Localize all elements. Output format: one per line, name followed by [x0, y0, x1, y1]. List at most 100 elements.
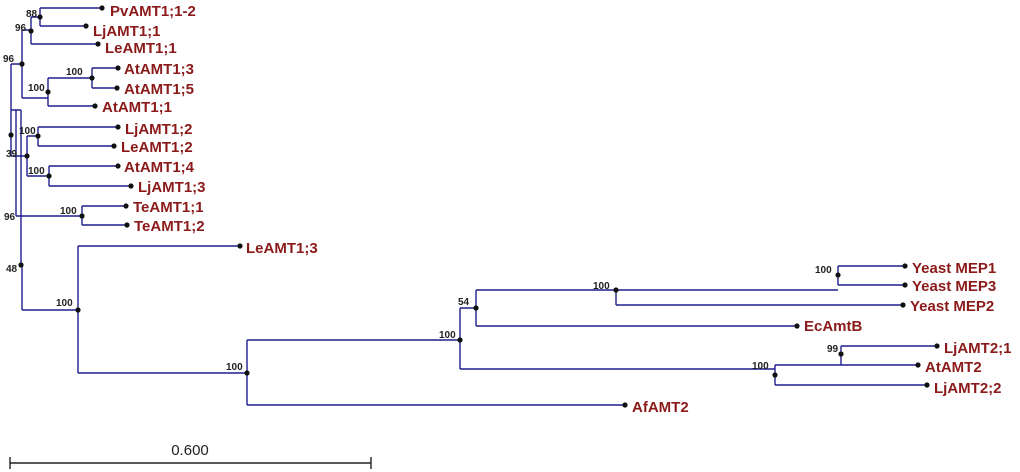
tree-node [92, 103, 98, 109]
leaf-label: EcAmtB [804, 318, 863, 335]
support-values: 88 96 100 100 96 100 100 39 100 96 48 10… [3, 9, 839, 373]
tree-branch [91, 67, 118, 89]
support-value: 100 [66, 67, 83, 78]
support-value: 100 [226, 362, 243, 373]
leaf-label: LeAMT1;3 [246, 240, 318, 257]
tree-branch [246, 339, 625, 406]
tree-node [83, 23, 89, 29]
support-value: 96 [15, 23, 27, 34]
support-value: 100 [56, 298, 73, 309]
support-value: 100 [28, 83, 45, 94]
tree-node [473, 305, 479, 311]
tree-branch [77, 245, 247, 374]
tree-node [128, 183, 134, 189]
leaf-label: LjAMT2;1 [944, 340, 1012, 357]
tree-branch [48, 165, 131, 187]
tree-branch [47, 77, 95, 107]
tree-node [115, 124, 121, 130]
leaf-label: LjAMT1;2 [125, 121, 193, 138]
tree-node [8, 132, 14, 138]
tree-node [838, 351, 844, 357]
tree-branch [615, 289, 903, 306]
tree-node [95, 41, 101, 47]
tree-node [237, 243, 243, 249]
leaf-label: LjAMT1;1 [93, 23, 161, 40]
tree-node [123, 203, 129, 209]
tree-branch [30, 16, 98, 45]
tree-branch [81, 205, 127, 226]
tree-node [75, 307, 81, 313]
tree-node [934, 343, 940, 349]
support-value: 96 [4, 212, 16, 223]
tree-node [457, 337, 463, 343]
tree-node [902, 282, 908, 288]
support-value: 39 [6, 149, 18, 160]
tree-node [124, 222, 130, 228]
tree-node [99, 5, 105, 11]
support-value: 100 [593, 281, 610, 292]
support-value: 99 [827, 344, 839, 355]
tree-node [37, 14, 43, 20]
tree-node [924, 382, 930, 388]
support-value: 100 [439, 330, 456, 341]
tree-node [915, 362, 921, 368]
tree-node [18, 262, 24, 268]
tree-node [794, 323, 800, 329]
leaf-label: TeAMT1;1 [133, 199, 204, 216]
tree-branch [459, 307, 775, 370]
leaf-label: AfAMT2 [632, 399, 689, 416]
tree-branch [37, 126, 118, 147]
tree-branch [16, 109, 22, 265]
support-value: 100 [752, 361, 769, 372]
leaf-label: AtAMT2 [925, 359, 982, 376]
tree-branch [837, 265, 905, 286]
leaf-label: Yeast MEP3 [912, 278, 996, 295]
tree-node [900, 302, 906, 308]
tree-node [902, 263, 908, 269]
leaf-label: AtAMT1;5 [124, 81, 194, 98]
tree-branch [774, 364, 927, 386]
tree-node [244, 370, 250, 376]
leaf-label: TeAMT1;2 [134, 218, 205, 235]
tree-node [45, 89, 51, 95]
tree-branch [21, 265, 78, 311]
leaf-label: AtAMT1;4 [124, 159, 195, 176]
tree-node [115, 163, 121, 169]
tree-node [24, 153, 30, 159]
support-value: 100 [19, 126, 36, 137]
tree-node [35, 133, 41, 139]
tree-node [835, 272, 841, 278]
leaf-label: Yeast MEP2 [910, 298, 994, 315]
tree-branch [840, 345, 937, 366]
tree-branch [475, 289, 797, 327]
tree-node [111, 143, 117, 149]
tree-node [79, 213, 85, 219]
tree-node [622, 402, 628, 408]
support-value: 88 [26, 9, 38, 20]
tree-node [89, 75, 95, 81]
leaf-label: PvAMT1;1-2 [110, 3, 196, 20]
leaf-label: LeAMT1;2 [121, 139, 193, 156]
support-value: 100 [815, 265, 832, 276]
tree-node [115, 65, 121, 71]
tree-node [28, 28, 34, 34]
support-value: 96 [3, 54, 15, 65]
leaf-label: AtAMT1;1 [102, 99, 172, 116]
leaf-labels: PvAMT1;1-2 LjAMT1;1 LeAMT1;1 AtAMT1;3 At… [93, 3, 1012, 416]
tree-node [613, 287, 619, 293]
tree-nodes [8, 5, 940, 408]
tree-node [114, 85, 120, 91]
support-value: 100 [28, 166, 45, 177]
support-value: 54 [458, 297, 470, 308]
tree-node [772, 372, 778, 378]
tree-node [19, 61, 25, 67]
scale-bar: 0.600 [9, 442, 372, 469]
tree-branch [11, 109, 82, 217]
leaf-label: LeAMT1;1 [105, 40, 177, 57]
support-value: 48 [6, 264, 18, 275]
scale-bar-label: 0.600 [171, 442, 209, 459]
leaf-label: AtAMT1;3 [124, 61, 194, 78]
support-value: 100 [60, 206, 77, 217]
leaf-label: LjAMT2;2 [934, 380, 1002, 397]
